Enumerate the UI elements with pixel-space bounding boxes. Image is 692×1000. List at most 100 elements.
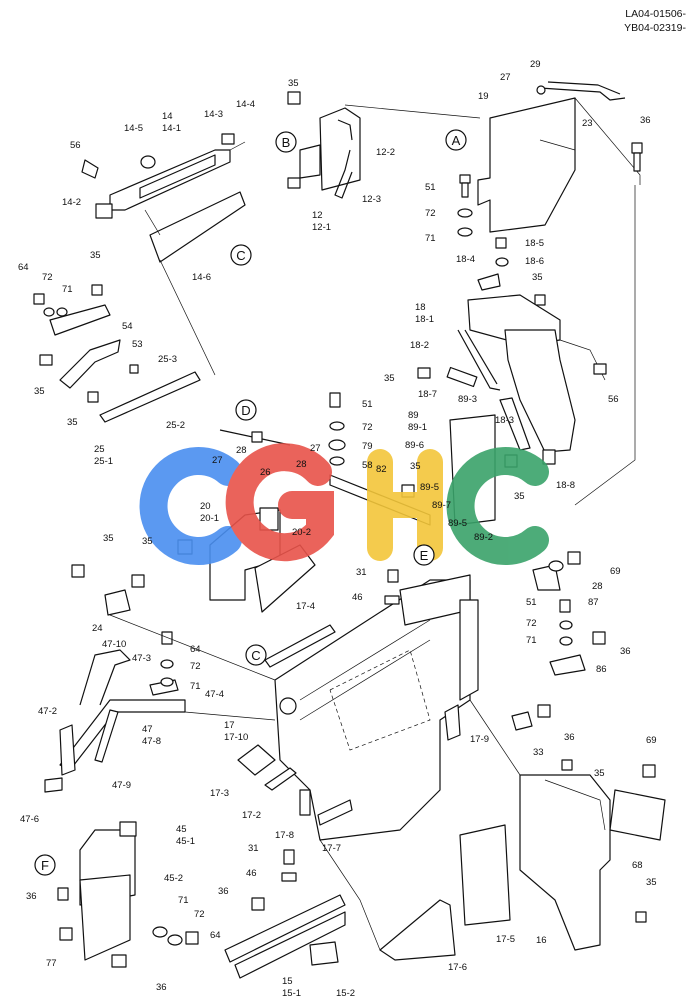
label-72-right: 72	[526, 618, 537, 629]
label-12-1: 12-1	[312, 222, 331, 233]
washer-72-top	[457, 208, 473, 218]
label-71: 71	[425, 233, 436, 244]
label-71-47: 71	[190, 681, 201, 692]
nut-46-low	[281, 872, 297, 882]
label-23: 23	[582, 118, 593, 129]
label-15-2: 15-2	[336, 988, 355, 999]
bolt-35-left-mid	[39, 354, 53, 366]
label-45-1: 45-1	[176, 836, 195, 847]
clip-15-2	[309, 941, 339, 966]
ref-marker-a: A	[445, 129, 467, 151]
label-27-left: 27	[212, 455, 223, 466]
label-31-top: 31	[356, 567, 367, 578]
cap-25-3	[129, 364, 139, 374]
washer-72-mid	[329, 421, 345, 431]
bolt-51-right	[559, 599, 571, 613]
rail-15	[224, 894, 346, 979]
label-35-16: 35	[594, 768, 605, 779]
block-17-8	[299, 789, 311, 816]
label-82: 82	[376, 464, 387, 475]
block-17-3	[237, 744, 276, 776]
label-18-5: 18-5	[525, 238, 544, 249]
label-12-3: 12-3	[362, 194, 381, 205]
label-47-6: 47-6	[20, 814, 39, 825]
washer-29	[536, 85, 546, 95]
label-89-7: 89-7	[432, 500, 451, 511]
label-26: 26	[260, 467, 271, 478]
svg-text:C: C	[251, 648, 260, 663]
label-86: 86	[596, 664, 607, 675]
bolt-64-47	[161, 631, 173, 645]
label-17-6: 17-6	[448, 962, 467, 973]
label-46-low: 46	[246, 868, 257, 879]
watermark-letter-h	[367, 449, 443, 561]
clip-14-4	[221, 133, 235, 145]
label-17-7: 17-7	[322, 843, 341, 854]
label-17-2: 17-2	[242, 810, 261, 821]
clip-33	[511, 711, 533, 731]
label-89-2: 89-2	[474, 532, 493, 543]
label-18-3: 18-3	[495, 415, 514, 426]
ref-marker-d: D	[235, 399, 257, 421]
label-20-1: 20-1	[200, 513, 219, 524]
label-51-mid: 51	[362, 399, 373, 410]
label-18-4: 18-4	[456, 254, 475, 265]
bolt-51-mid	[329, 392, 341, 408]
label-72-47: 72	[190, 661, 201, 672]
label-72: 72	[425, 208, 436, 219]
label-47-10: 47-10	[102, 639, 126, 650]
label-17-10: 17-10	[224, 732, 248, 743]
bracket-19	[477, 97, 641, 233]
clip-18-8	[542, 449, 556, 465]
ref-marker-c-mid: C	[245, 644, 267, 666]
label-89-6: 89-6	[405, 440, 424, 451]
label-31-low: 31	[248, 843, 259, 854]
panel-68	[609, 789, 666, 841]
label-89-5b: 89-5	[448, 518, 467, 529]
bracket-18	[467, 294, 606, 453]
label-35-left-top: 35	[90, 250, 101, 261]
washer-28-right	[548, 560, 564, 572]
label-36-45-low: 36	[156, 982, 167, 993]
label-47-2: 47-2	[38, 706, 57, 717]
label-69-68: 69	[646, 735, 657, 746]
label-47-4: 47-4	[205, 689, 224, 700]
rod-23	[539, 81, 626, 101]
washer-58	[329, 456, 345, 466]
label-36-45: 36	[26, 891, 37, 902]
label-12: 12	[312, 210, 323, 221]
pad-17-5	[459, 824, 511, 926]
bolt-36-45	[57, 887, 69, 901]
label-35-16-low: 35	[646, 877, 657, 888]
bolt-35-18-7	[417, 367, 431, 379]
pin-28	[219, 429, 291, 446]
strip-17-7	[317, 799, 353, 826]
bolt-69-right	[567, 551, 581, 565]
label-35-left-mid: 35	[34, 386, 45, 397]
bolt-36-45-low	[111, 954, 127, 968]
strip-47-2	[59, 724, 76, 776]
label-14: 14	[162, 111, 173, 122]
label-17-9: 17-9	[470, 734, 489, 745]
label-14-5: 14-5	[124, 123, 143, 134]
label-51-right: 51	[526, 597, 537, 608]
plate-54	[49, 304, 111, 336]
watermark-letter-g	[225, 443, 334, 562]
label-56-right: 56	[608, 394, 619, 405]
clip-47-6	[44, 777, 63, 793]
bolt-35-left-top	[91, 284, 103, 296]
label-89-3: 89-3	[458, 394, 477, 405]
label-35-18-7: 35	[384, 373, 395, 384]
label-17-5: 17-5	[496, 934, 515, 945]
plate-14-6	[149, 191, 246, 263]
strip-17-2	[264, 767, 297, 791]
bolt-56-right	[593, 363, 607, 375]
label-18-8: 18-8	[556, 480, 575, 491]
label-18-1: 18-1	[415, 314, 434, 325]
label-14-6: 14-6	[192, 272, 211, 283]
svg-text:B: B	[282, 135, 291, 150]
label-35-24: 35	[103, 533, 114, 544]
ref-marker-b: B	[275, 131, 297, 153]
label-18: 18	[415, 302, 426, 313]
